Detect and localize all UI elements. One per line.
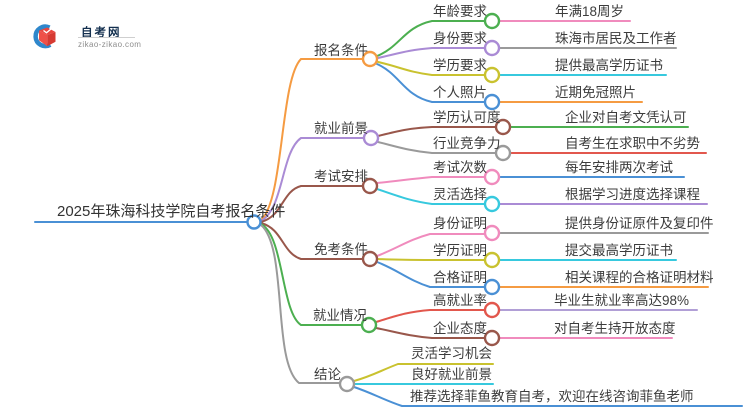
subbranch-label-flexible-choice[interactable]: 灵活选择 [433,187,487,202]
subbranch-line-exam-count [376,176,486,184]
leaf-label-education[interactable]: 提供最高学历证书 [555,58,663,73]
branch-label-conclusion[interactable]: 结论 [314,367,341,382]
branch-line-employment-status [260,223,363,326]
branch-label-employment-prospects[interactable]: 就业前景 [314,121,368,136]
leaf-label-education-proof[interactable]: 提交最高学历证书 [565,243,673,258]
subbranch-label-credential-recognition[interactable]: 学历认可度 [433,110,501,125]
node-circle-education-proof[interactable] [483,251,501,269]
node-circle-education[interactable] [483,66,501,84]
leaf-label-company-attitude[interactable]: 对自考生持开放态度 [554,321,676,336]
node-circle-registration[interactable] [361,50,379,68]
leaf-label-age[interactable]: 年满18周岁 [555,4,625,19]
subbranch-line-pass-proof [376,261,486,288]
logo-site-url[interactable]: zikao-zikao.com [78,40,142,49]
branch-label-registration[interactable]: 报名条件 [314,43,368,58]
node-circle-flexible-choice[interactable] [483,195,501,213]
subbranch-line-education-proof [376,258,486,261]
subbranch-line-photo [376,63,486,103]
node-circle-identity[interactable] [483,39,501,57]
logo-crescent [33,24,52,49]
leaf-label-id-proof[interactable]: 提供身份证原件及复印件 [565,216,714,231]
leaf-label-flexible-choice[interactable]: 根据学习进度选择课程 [565,187,700,202]
subbranch-line-education [377,61,486,76]
subbranch-line-company-attitude [375,327,486,339]
logo-cap-right [47,32,56,47]
leaf-label-employment-rate[interactable]: 毕业生就业率高达98% [554,293,690,308]
leaf-label-photo[interactable]: 近期免冠照片 [555,85,636,100]
branch-line-conclusion [260,224,341,384]
branch-line-registration [260,58,364,221]
leaf-label-credential-recognition[interactable]: 企业对自考文凭认可 [565,110,687,125]
node-circle-age[interactable] [483,12,501,30]
subbranch-label-id-proof[interactable]: 身份证明 [433,216,487,231]
node-circle-employment-status[interactable] [360,316,378,334]
leaf-label-flexible-learning[interactable]: 灵活学习机会 [411,346,492,361]
branch-line-exam-schedule [260,185,364,223]
subbranch-label-competitiveness[interactable]: 行业竞争力 [433,136,501,151]
branch-label-employment-status[interactable]: 就业情况 [313,308,367,323]
subbranch-label-pass-proof[interactable]: 合格证明 [433,270,487,285]
zikao-logo-icon[interactable] [30,22,57,51]
node-circle-pass-proof[interactable] [483,278,501,296]
leaf-label-pass-proof[interactable]: 相关课程的合格证明材料 [565,270,714,285]
logo-check [43,28,52,34]
subbranch-label-age[interactable]: 年龄要求 [433,4,487,19]
subbranch-line-age [376,20,486,57]
leaf-line-flexible-learning [353,363,494,382]
node-circle-competitiveness[interactable] [494,144,512,162]
subbranch-line-employment-rate [375,309,486,323]
node-circle-exam-schedule[interactable] [361,177,379,195]
node-circle-credential-recognition[interactable] [494,118,512,136]
node-circle-conclusion[interactable] [338,375,356,393]
subbranch-line-flexible-choice [376,188,486,205]
subbranch-line-id-proof [376,233,486,257]
node-circle-employment-prospects[interactable] [362,129,380,147]
branch-line-exemption [260,222,364,260]
branch-label-exam-schedule[interactable]: 考试安排 [314,169,368,184]
leaf-line-recommendation [353,386,743,407]
node-circle-photo[interactable] [483,93,501,111]
leaf-label-identity[interactable]: 珠海市居民及工作者 [555,31,677,46]
leaf-label-competitiveness[interactable]: 自考生在求职中不劣势 [565,136,700,151]
central-node-circle[interactable] [246,214,262,230]
logo-cap-left [39,30,48,47]
subbranch-label-exam-count[interactable]: 考试次数 [433,160,487,175]
logo-site-name[interactable]: 自考网 [81,27,122,39]
branch-line-employment-prospects [260,137,365,222]
node-circle-company-attitude[interactable] [483,329,501,347]
leaf-label-recommendation[interactable]: 推荐选择菲鱼教育自考，欢迎在线咨询菲鱼老师 [410,389,694,404]
subbranch-line-identity [377,47,486,59]
logo-divider [78,37,135,38]
leaf-label-exam-count[interactable]: 每年安排两次考试 [565,160,673,175]
subbranch-label-education-proof[interactable]: 学历证明 [433,243,487,258]
branch-label-exemption[interactable]: 免考条件 [314,242,368,257]
node-circle-id-proof[interactable] [483,224,501,242]
subbranch-label-company-attitude[interactable]: 企业态度 [433,321,487,336]
node-circle-exemption[interactable] [361,250,379,268]
node-circle-employment-rate[interactable] [483,301,501,319]
subbranch-label-employment-rate[interactable]: 高就业率 [433,293,487,308]
leaf-label-good-prospects[interactable]: 良好就业前景 [411,367,492,382]
subbranch-label-photo[interactable]: 个人照片 [433,85,487,100]
node-circle-exam-count[interactable] [483,168,501,186]
central-topic-label[interactable]: 2025年珠海科技学院自考报名条件 [57,203,286,220]
subbranch-label-education[interactable]: 学历要求 [433,58,487,73]
subbranch-label-identity[interactable]: 身份要求 [433,31,487,46]
subbranch-line-competitiveness [377,141,497,154]
subbranch-line-credential-recognition [377,126,497,137]
